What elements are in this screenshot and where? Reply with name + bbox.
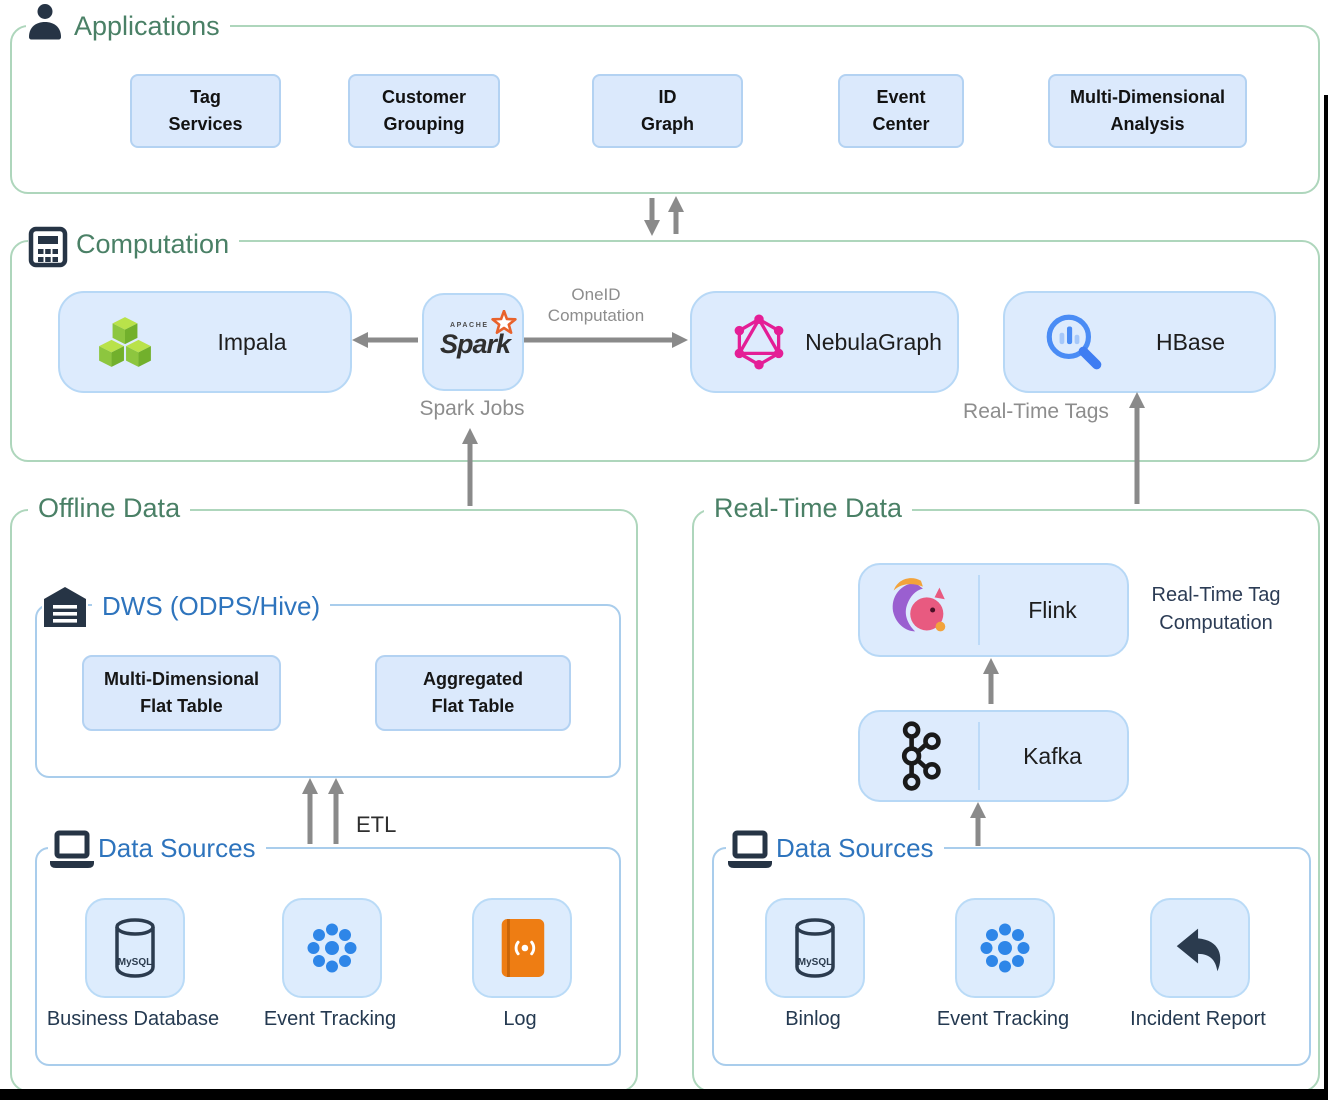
svg-text:MySQL: MySQL xyxy=(118,957,152,968)
svg-text:MySQL: MySQL xyxy=(798,957,832,968)
arrow-etl-right-icon xyxy=(328,778,344,844)
calculator-icon xyxy=(28,226,68,268)
realtime-data-sources-title: Data Sources xyxy=(766,830,944,866)
realtime-event-tracking-tile xyxy=(955,898,1055,998)
log-tile xyxy=(472,898,572,998)
spark-apache-text: APACHE xyxy=(450,322,489,329)
arrow-realtime-to-hbase-icon xyxy=(1129,392,1145,504)
kafka-box: Kafka xyxy=(858,710,1129,802)
flink-label: Flink xyxy=(1028,596,1077,623)
app-box-customer-grouping: Customer Grouping xyxy=(348,74,500,148)
incident-report-label: Incident Report xyxy=(1130,1008,1266,1030)
spark-logo: APACHE Spark xyxy=(440,310,517,363)
hbase-label: HBase xyxy=(1155,328,1226,355)
dws-title: DWS (ODPS/Hive) xyxy=(92,588,331,624)
spark-jobs-label: Spark Jobs xyxy=(400,396,544,423)
business-database-label: Business Database xyxy=(46,1008,220,1030)
arrow-etl-left-icon xyxy=(302,778,318,844)
app-box-id-graph: ID Graph xyxy=(592,74,743,148)
arrow-up-computation-to-apps-icon xyxy=(668,196,684,234)
applications-section xyxy=(10,25,1320,194)
bottom-frame-edge xyxy=(0,1089,1328,1100)
arrow-kafka-to-flink-icon xyxy=(983,658,999,704)
offline-event-tracking-tile xyxy=(282,898,382,998)
event-tracking-dots-icon-2 xyxy=(980,923,1030,973)
business-database-tile: MySQL xyxy=(85,898,185,998)
laptop-icon-2 xyxy=(726,830,774,872)
realtime-tag-computation-note: Real-Time Tag Computation xyxy=(1151,584,1281,634)
etl-label: ETL xyxy=(356,812,397,837)
app-box-event-center: Event Center xyxy=(838,74,964,148)
hbase-search-icon xyxy=(1046,314,1102,370)
arrow-spark-to-impala-icon xyxy=(352,332,418,348)
kafka-divider xyxy=(978,722,980,790)
log-label: Log xyxy=(503,1008,537,1030)
spark-word-text: Spark xyxy=(440,329,511,359)
flink-divider xyxy=(978,575,980,645)
realtime-tags-label: Real-Time Tags xyxy=(944,399,1128,426)
multi-dimensional-flat-table-box: Multi-Dimensional Flat Table xyxy=(82,655,281,731)
offline-data-sources-title: Data Sources xyxy=(88,830,266,866)
mysql-database-icon: MySQL xyxy=(115,918,155,978)
incident-report-tile xyxy=(1150,898,1250,998)
laptop-icon xyxy=(48,830,96,872)
app-box-multi-dimensional-analysis: Multi-Dimensional Analysis xyxy=(1048,74,1247,148)
impala-cubes-icon xyxy=(99,317,151,367)
nebulagraph-icon xyxy=(734,314,784,370)
realtime-data-title: Real-Time Data xyxy=(704,490,913,526)
right-frame-edge xyxy=(1324,95,1328,1089)
aggregated-flat-table-box: Aggregated Flat Table xyxy=(375,655,571,731)
spark-box: APACHE Spark xyxy=(422,293,524,391)
computation-title: Computation xyxy=(66,226,240,262)
kafka-label: Kafka xyxy=(1023,742,1082,769)
app-box-tag-services: Tag Services xyxy=(130,74,281,148)
realtime-data-sources-container xyxy=(712,847,1311,1066)
arrow-spark-to-nebulagraph-icon xyxy=(524,332,688,348)
flink-box: Flink xyxy=(858,563,1129,657)
event-tracking-dots-icon xyxy=(307,923,357,973)
impala-label: Impala xyxy=(217,328,287,355)
arrow-down-apps-to-computation-icon xyxy=(644,198,660,236)
incident-report-arrow-icon xyxy=(1176,928,1221,972)
binlog-tile: MySQL xyxy=(765,898,865,998)
spark-star-icon xyxy=(491,310,517,335)
nebulagraph-box: NebulaGraph xyxy=(690,291,959,393)
warehouse-icon xyxy=(42,585,88,629)
applications-title: Applications xyxy=(64,8,230,44)
realtime-event-tracking-label: Event Tracking xyxy=(936,1008,1070,1030)
kafka-icon xyxy=(901,721,941,791)
hbase-box: HBase xyxy=(1003,291,1276,393)
binlog-label: Binlog xyxy=(785,1008,841,1030)
oneid-computation-label: OneID Computation xyxy=(534,284,658,327)
log-book-icon xyxy=(501,919,545,977)
flink-squirrel-icon xyxy=(892,578,946,632)
offline-data-sources-container xyxy=(35,847,621,1066)
person-icon xyxy=(26,2,64,40)
nebulagraph-label: NebulaGraph xyxy=(805,328,942,355)
computation-section xyxy=(10,240,1320,462)
offline-event-tracking-label: Event Tracking xyxy=(263,1008,397,1030)
mysql-database-icon-2: MySQL xyxy=(795,918,835,978)
arrow-offline-to-spark-icon xyxy=(462,428,478,506)
impala-box: Impala xyxy=(58,291,352,393)
offline-data-title: Offline Data xyxy=(28,490,191,526)
arrow-sources-to-kafka-icon xyxy=(970,802,986,846)
